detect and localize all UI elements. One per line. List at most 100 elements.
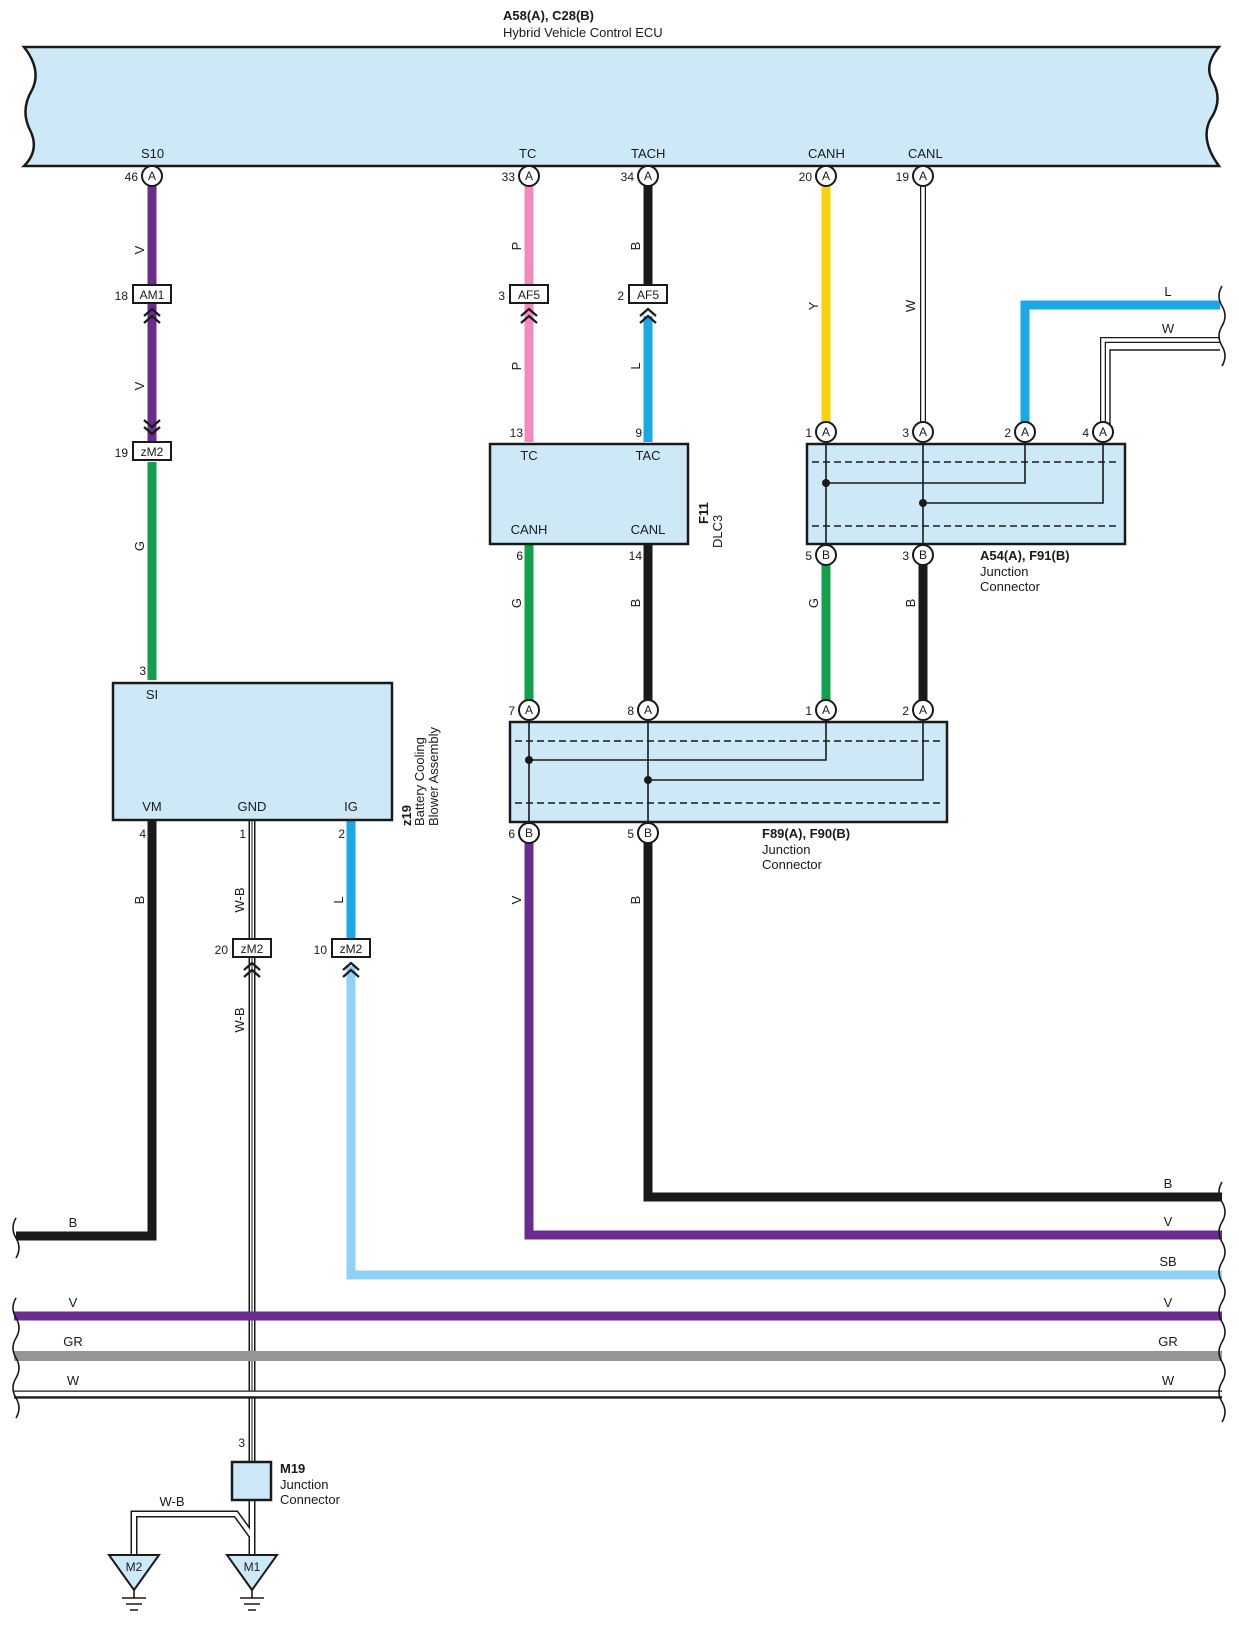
pin-circles: A 46 A 33 A 34 A 20 A 19 A 1 A 3 A 2 A 4… xyxy=(125,165,1114,844)
pin-letter: A xyxy=(1021,425,1029,439)
pin-letter: A xyxy=(525,169,533,183)
pin-number: 1 xyxy=(805,426,812,440)
pin-letter: A xyxy=(525,703,533,717)
wire-label: B xyxy=(628,896,643,905)
connector-chevron-icon xyxy=(639,307,657,324)
wire-label: B xyxy=(628,242,643,251)
pin-number: 2 xyxy=(617,289,624,303)
pin-letter: A xyxy=(822,703,830,717)
wire-label: W xyxy=(903,299,918,312)
wire-f89-b xyxy=(643,840,1222,1202)
pin-circle xyxy=(815,421,837,443)
wire-label: B xyxy=(628,599,643,608)
pin-number: 4 xyxy=(1082,426,1089,440)
pin-number: 20 xyxy=(799,170,813,184)
blower-term-ig: IG xyxy=(344,799,358,814)
connector-chevron-icon xyxy=(143,419,161,436)
dlc3-term-tac: TAC xyxy=(635,448,660,463)
pin-number: 3 xyxy=(902,426,909,440)
connector-zm2 xyxy=(132,441,172,461)
pin-letter: A xyxy=(822,169,830,183)
wire-f89-v xyxy=(524,840,1222,1240)
pin-number: 2 xyxy=(1004,426,1011,440)
pin-circle xyxy=(637,165,659,187)
wire-color-labels: V V G B W-B W-B L P P B L Y W G B G B V … xyxy=(63,242,1178,1509)
splice-dot xyxy=(919,499,927,507)
wire-label: W xyxy=(67,1373,80,1388)
pin-circle xyxy=(637,699,659,721)
connector-chevron-icon xyxy=(520,307,538,324)
pin-letter: B xyxy=(525,826,533,840)
dlc3-term-canh: CANH xyxy=(511,522,548,537)
connector-af5-tc xyxy=(509,284,549,304)
wire-label: B xyxy=(69,1215,78,1230)
pin-circle xyxy=(518,699,540,721)
junction-a54-name-1: Junction xyxy=(980,564,1028,579)
wire-label: V xyxy=(509,895,524,904)
pin-number: 3 xyxy=(139,664,146,678)
junction-f89-name-2: Connector xyxy=(762,857,823,872)
junction-a54-box xyxy=(805,442,1127,546)
pin-number: 1 xyxy=(805,704,812,718)
m19-box xyxy=(230,1460,273,1502)
ecu-code: A58(A), C28(B) xyxy=(503,8,594,23)
wire-label: GR xyxy=(1158,1334,1178,1349)
pin-letter: A xyxy=(919,425,927,439)
pin-number: 7 xyxy=(508,704,515,718)
wire-label: B xyxy=(132,896,147,905)
wire-label: W-B xyxy=(159,1494,184,1509)
wire-label: V xyxy=(132,381,147,390)
wire-label: B xyxy=(1164,1176,1173,1191)
pin-number: 8 xyxy=(627,704,634,718)
pin-letter: B xyxy=(822,548,830,562)
pin-circle xyxy=(912,421,934,443)
wire-break-marks xyxy=(12,285,1226,1423)
junction-a54-name-2: Connector xyxy=(980,579,1041,594)
connector-am1 xyxy=(132,284,172,304)
m19-name-2: Connector xyxy=(280,1492,341,1507)
pin-circle xyxy=(912,165,934,187)
pin-number: 46 xyxy=(125,170,139,184)
pin-number: 34 xyxy=(621,170,635,184)
pin-number: 2 xyxy=(338,827,345,841)
pin-number: 2 xyxy=(902,704,909,718)
wire-label: L xyxy=(628,362,643,369)
wire-label: P xyxy=(509,362,524,371)
pin-number: 3 xyxy=(498,289,505,303)
pin-circle xyxy=(1092,421,1114,443)
pin-number: 19 xyxy=(896,170,910,184)
wire-label: L xyxy=(331,896,346,903)
junction-f89-box xyxy=(508,720,949,824)
wire-label: B xyxy=(903,599,918,608)
wire-label: W xyxy=(1162,1373,1175,1388)
pin-number: 14 xyxy=(629,549,643,563)
pin-number: 6 xyxy=(516,549,523,563)
pin-circle xyxy=(1014,421,1036,443)
pin-circle xyxy=(518,822,540,844)
wire-label: Y xyxy=(806,301,821,310)
wire-m19-ground xyxy=(130,1500,256,1555)
dlc3-term-canl: CANL xyxy=(631,522,666,537)
pin-number: 6 xyxy=(508,827,515,841)
pin-number: 1 xyxy=(239,827,246,841)
ground-m2: M2 xyxy=(107,1554,161,1611)
pin-number: 4 xyxy=(139,827,146,841)
ecu-term-canh: CANH xyxy=(808,146,845,161)
pin-number: 33 xyxy=(502,170,516,184)
pin-circle xyxy=(815,699,837,721)
pin-number: 20 xyxy=(215,943,229,957)
pin-letter: A xyxy=(919,703,927,717)
connector-zm2-gnd xyxy=(232,938,272,958)
wire-label: V xyxy=(1164,1214,1173,1229)
pin-number: 9 xyxy=(635,426,642,440)
connector-af5-tach xyxy=(628,284,668,304)
wire-label: V xyxy=(1164,1295,1173,1310)
wire-label: GR xyxy=(63,1334,83,1349)
connector-zm2-label: zM2 xyxy=(241,942,264,956)
pin-circle xyxy=(815,544,837,566)
wire-label: P xyxy=(509,242,524,251)
pin-circle xyxy=(912,544,934,566)
wire-label: V xyxy=(69,1295,78,1310)
junction-f89-code: F89(A), F90(B) xyxy=(762,826,850,841)
splice-dot xyxy=(525,756,533,764)
